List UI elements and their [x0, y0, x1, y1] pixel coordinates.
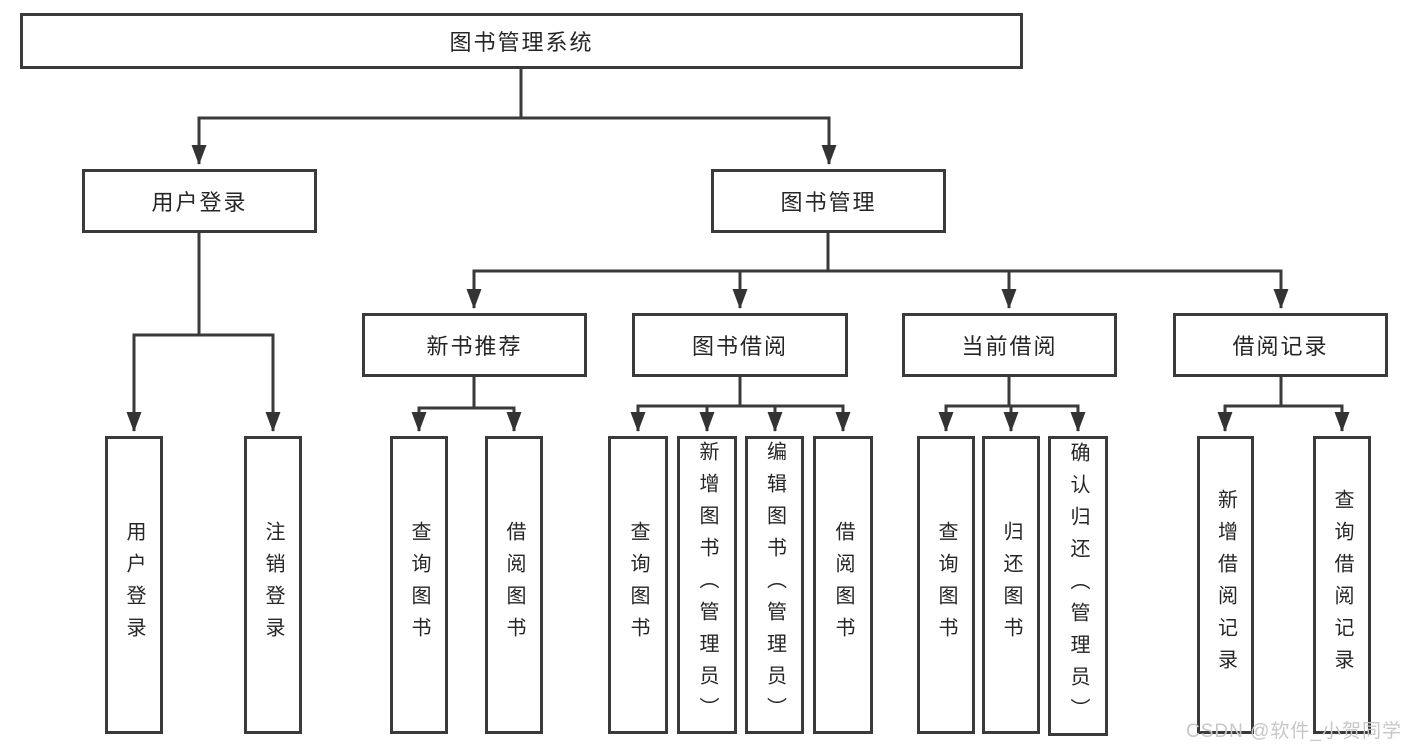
connector-line [1007, 377, 1086, 432]
csdn-watermark: CSDN @软件_小贺同学 [1186, 721, 1402, 742]
leaf-confirm-return-admin: 确认归还（管理员） [1048, 436, 1108, 736]
node-label: 注销登录 [262, 521, 284, 649]
connector-line [826, 233, 1289, 309]
connector-line [1217, 377, 1283, 432]
connector-line [1279, 377, 1350, 432]
leaf-add-borrow-record: 新增借阅记录 [1197, 436, 1254, 734]
node-label: 查询图书 [627, 521, 649, 649]
connector-line [126, 233, 201, 432]
leaf-query-borrow-record: 查询借阅记录 [1313, 436, 1371, 734]
node-label: 新增借阅记录 [1214, 489, 1237, 681]
connector-line [472, 377, 522, 432]
leaf-return-books: 归还图书 [982, 436, 1040, 734]
connector-line [738, 377, 783, 432]
leaf-logout: 注销登录 [244, 436, 302, 734]
leaf-query-books-borrowing: 查询图书 [608, 436, 668, 734]
connector-line [191, 68, 523, 165]
node-label: 借阅图书 [832, 521, 854, 649]
node-label: 确认归还（管理员） [1067, 442, 1089, 730]
leaf-borrow-books-recommend: 借阅图书 [485, 436, 543, 734]
node-label: 编辑图书（管理员） [763, 441, 786, 729]
connector-line [197, 233, 281, 432]
node-label: 借阅图书 [503, 521, 525, 649]
leaf-query-books-recommend: 查询图书 [390, 436, 448, 734]
leaf-user-login: 用户登录 [105, 436, 163, 734]
connector-line [938, 377, 1011, 432]
node-label: 借阅记录 [1232, 334, 1329, 359]
node-label: 查询图书 [408, 521, 430, 649]
connector-line [411, 377, 476, 432]
leaf-query-books-current: 查询图书 [917, 436, 975, 734]
connector-line [519, 68, 837, 165]
node-label: 用户登录 [151, 190, 248, 215]
connector-line [630, 377, 742, 432]
leaf-borrow-books-borrowing: 借阅图书 [813, 436, 873, 734]
leaf-edit-book-admin: 编辑图书（管理员） [745, 436, 804, 734]
node-label: 查询借阅记录 [1331, 489, 1353, 681]
node-book-management: 图书管理 [711, 169, 946, 233]
node-library-management-system: 图书管理系统 [20, 13, 1023, 69]
node-label: 查询图书 [935, 521, 957, 649]
node-label: 图书借阅 [691, 334, 788, 359]
node-book-borrowing: 图书借阅 [632, 313, 848, 377]
connector-line [732, 233, 830, 309]
node-label: 当前借阅 [961, 334, 1058, 359]
node-label: 新书推荐 [426, 334, 523, 359]
connector-line [738, 377, 851, 432]
node-borrowing-records: 借阅记录 [1173, 313, 1388, 377]
node-user-login: 用户登录 [82, 169, 317, 233]
node-current-borrowing: 当前借阅 [902, 313, 1117, 377]
node-label: 归还图书 [1000, 521, 1022, 649]
leaf-add-book-admin: 新增图书（管理员） [677, 436, 737, 734]
node-label: 用户登录 [123, 521, 145, 649]
node-label: 图书管理 [780, 190, 877, 215]
node-new-book-recommendation: 新书推荐 [362, 313, 587, 377]
connector-line [699, 377, 742, 432]
node-label: 新增图书（管理员） [696, 441, 718, 729]
node-label: 图书管理系统 [449, 30, 594, 55]
